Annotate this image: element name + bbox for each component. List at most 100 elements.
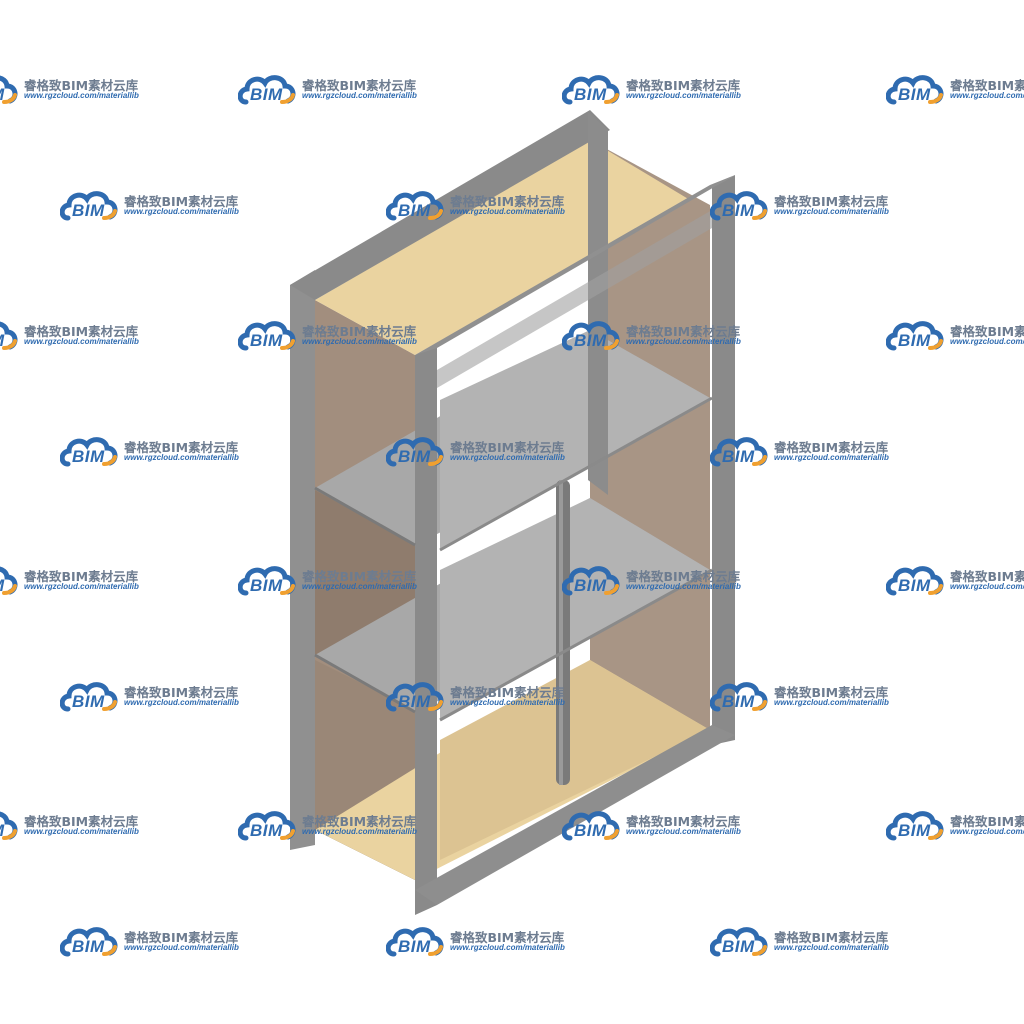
watermark-brand-text: 睿格致BIM素材云库 (950, 78, 1024, 93)
watermark-logo-text: BIM (250, 576, 283, 595)
cloud-icon (886, 321, 944, 351)
watermark: BIM 睿格致BIM素材云库 www.rgzcloud.com/material… (562, 72, 752, 108)
watermark-brand-text: 睿格致BIM素材云库 (626, 569, 741, 584)
cloud-icon (0, 566, 18, 595)
watermark-brand-text: 睿格致BIM素材云库 (124, 930, 239, 945)
watermark-logo-text: BIM (722, 201, 755, 220)
watermark-url-text: www.rgzcloud.com/materiallib (950, 827, 1024, 836)
cloud-icon (386, 191, 444, 221)
watermark-url-text: www.rgzcloud.com/materiallib (124, 943, 239, 952)
watermark-brand-text: 睿格致BIM素材云库 (774, 194, 889, 209)
watermark: BIM 睿格致BIM素材云库 www.rgzcloud.com/material… (386, 434, 576, 470)
watermark-url-text: www.rgzcloud.com/materiallib (774, 943, 889, 952)
watermark-brand-text: 睿格致BIM素材云库 (124, 440, 239, 455)
watermark-brand-text: 睿格致BIM素材云库 (626, 78, 741, 93)
watermark-url-text: www.rgzcloud.com/materiallib (626, 827, 741, 836)
watermark: BIM 睿格致BIM素材云库 www.rgzcloud.com/material… (886, 318, 1024, 354)
watermark-brand-text: 睿格致BIM素材云库 (124, 194, 239, 209)
watermark-url-text: www.rgzcloud.com/materiallib (302, 337, 417, 346)
bottom-panel-shade (440, 660, 710, 860)
watermark-url-text: www.rgzcloud.com/materiallib (950, 337, 1024, 346)
cloud-icon (710, 927, 768, 957)
watermark-url-text: www.rgzcloud.com/materiallib (950, 582, 1024, 591)
watermark-brand-text: 睿格致BIM素材云库 (450, 930, 565, 945)
watermark: BIM 睿格致BIM素材云库 www.rgzcloud.com/material… (0, 72, 150, 108)
watermark-logo-text: BIM (250, 821, 283, 840)
watermark: BIM 睿格致BIM素材云库 www.rgzcloud.com/material… (60, 924, 250, 960)
watermark-url-text: www.rgzcloud.com/materiallib (302, 827, 417, 836)
watermark: BIM 睿格致BIM素材云库 www.rgzcloud.com/material… (386, 924, 576, 960)
front-frame-inner-top (437, 210, 712, 388)
watermark-logo-text: BIM (72, 692, 105, 711)
watermark-logo-text: BIM (0, 821, 5, 841)
cloud-icon (0, 321, 18, 350)
cloud-icon (886, 811, 944, 841)
watermark-brand-text: 睿格致BIM素材云库 (302, 78, 417, 93)
watermark-logo-text: BIM (574, 85, 607, 104)
watermark-logo-text: BIM (398, 447, 431, 466)
center-rod-highlight (559, 480, 563, 785)
watermark-url-text: www.rgzcloud.com/materiallib (302, 582, 417, 591)
left-side-frame (290, 270, 315, 850)
watermark-brand-text: 睿格致BIM素材云库 (626, 814, 741, 829)
watermark-logo-text: BIM (722, 937, 755, 956)
watermark-brand-text: 睿格致BIM素材云库 (950, 569, 1024, 584)
watermark-url-text: www.rgzcloud.com/materiallib (24, 337, 139, 346)
watermark-brand-text: 睿格致BIM素材云库 (450, 685, 565, 700)
watermark-logo-text: BIM (574, 821, 607, 840)
watermark: BIM 睿格致BIM素材云库 www.rgzcloud.com/material… (886, 72, 1024, 108)
watermark: BIM 睿格致BIM素材云库 www.rgzcloud.com/material… (238, 808, 428, 844)
watermark-logo-text: BIM (250, 85, 283, 104)
watermark-url-text: www.rgzcloud.com/materiallib (774, 453, 889, 462)
watermark-logo-text: BIM (72, 201, 105, 220)
watermark-url-text: www.rgzcloud.com/materiallib (450, 207, 565, 216)
watermark: BIM 睿格致BIM素材云库 www.rgzcloud.com/material… (0, 808, 150, 844)
watermark: BIM 睿格致BIM素材云库 www.rgzcloud.com/material… (886, 808, 1024, 844)
watermark: BIM 睿格致BIM素材云库 www.rgzcloud.com/material… (60, 434, 250, 470)
watermark-brand-text: 睿格致BIM素材云库 (774, 930, 889, 945)
watermark-brand-text: 睿格致BIM素材云库 (302, 814, 417, 829)
watermark: BIM 睿格致BIM素材云库 www.rgzcloud.com/material… (710, 188, 900, 224)
watermark: BIM 睿格致BIM素材云库 www.rgzcloud.com/material… (386, 188, 576, 224)
front-frame-left-post (415, 345, 437, 915)
watermark-logo-text: BIM (398, 937, 431, 956)
watermark-brand-text: 睿格致BIM素材云库 (302, 324, 417, 339)
watermark-logo-text: BIM (0, 331, 5, 351)
watermark-brand-text: 睿格致BIM素材云库 (450, 194, 565, 209)
watermark: BIM 睿格致BIM素材云库 www.rgzcloud.com/material… (238, 72, 428, 108)
cloud-icon (710, 682, 768, 712)
watermark-brand-text: 睿格致BIM素材云库 (450, 440, 565, 455)
cloud-icon (562, 811, 620, 841)
watermark: BIM 睿格致BIM素材云库 www.rgzcloud.com/material… (60, 679, 250, 715)
lower-shelf-edge (439, 568, 713, 722)
cloud-icon (60, 437, 118, 467)
watermark: BIM 睿格致BIM素材云库 www.rgzcloud.com/material… (562, 563, 752, 599)
watermark-brand-text: 睿格致BIM素材云库 (124, 685, 239, 700)
watermark-brand-text: 睿格致BIM素材云库 (774, 685, 889, 700)
watermark-url-text: www.rgzcloud.com/materiallib (302, 91, 417, 100)
watermark-logo-text: BIM (398, 692, 431, 711)
watermark: BIM 睿格致BIM素材云库 www.rgzcloud.com/material… (710, 679, 900, 715)
watermark-url-text: www.rgzcloud.com/materiallib (450, 453, 565, 462)
watermark-logo-text: BIM (0, 85, 5, 105)
watermark-logo-text: BIM (722, 692, 755, 711)
watermark-brand-text: 睿格致BIM素材云库 (626, 324, 741, 339)
right-back-post (588, 112, 608, 495)
watermark-brand-text: 睿格致BIM素材云库 (774, 440, 889, 455)
watermark: BIM 睿格致BIM素材云库 www.rgzcloud.com/material… (562, 318, 752, 354)
watermark-url-text: www.rgzcloud.com/materiallib (124, 698, 239, 707)
watermark-logo-text: BIM (722, 447, 755, 466)
watermark-url-text: www.rgzcloud.com/materiallib (626, 91, 741, 100)
watermark-url-text: www.rgzcloud.com/materiallib (626, 582, 741, 591)
cloud-icon (238, 811, 296, 841)
watermark: BIM 睿格致BIM素材云库 www.rgzcloud.com/material… (0, 318, 150, 354)
watermark: BIM 睿格致BIM素材云库 www.rgzcloud.com/material… (238, 318, 428, 354)
watermark-brand-text: 睿格致BIM素材云库 (24, 324, 139, 339)
watermark-url-text: www.rgzcloud.com/materiallib (450, 698, 565, 707)
cloud-icon (0, 75, 18, 104)
cloud-icon (238, 75, 296, 105)
left-lower-shelf-edge (314, 653, 416, 714)
watermark-url-text: www.rgzcloud.com/materiallib (450, 943, 565, 952)
top-back-frame (290, 110, 610, 300)
watermark-logo-text: BIM (574, 331, 607, 350)
